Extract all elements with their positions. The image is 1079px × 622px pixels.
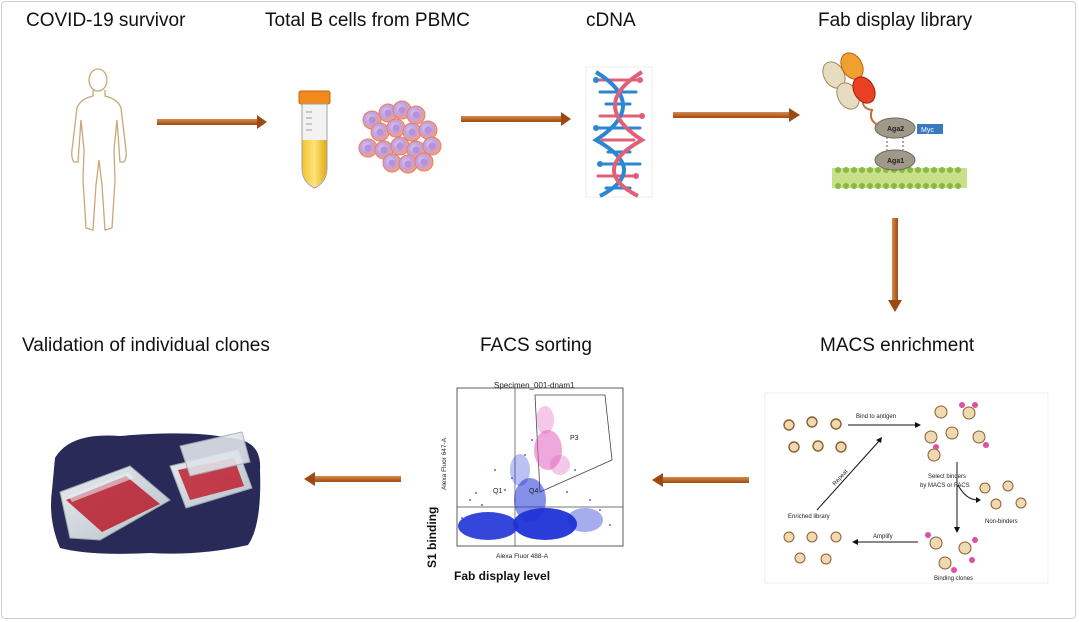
macs-select-label-1: Select binders — [928, 474, 966, 480]
macs-amplify-label: Amplify — [873, 534, 893, 540]
test-tube-icon — [298, 90, 331, 189]
label-validation: Validation of individual clones — [22, 335, 270, 356]
label-macs: MACS enrichment — [820, 335, 975, 356]
facs-dots-blue — [458, 454, 603, 540]
arrow-left-1 — [652, 473, 749, 487]
macs-select-label-2: by MACS or FACS — [920, 483, 970, 489]
enriched-cells — [783, 531, 842, 565]
macs-bind-label: Bind to antigen — [856, 414, 896, 420]
facs-gate-q4: Q4 — [529, 488, 538, 495]
validation-plates-image — [48, 430, 261, 558]
facs-plot — [451, 380, 628, 565]
label-fab-library: Fab display library — [818, 10, 973, 31]
myc-label: Myc — [921, 127, 934, 134]
facs-gate-p3: P3 — [570, 435, 579, 442]
library-cells — [783, 416, 847, 453]
b-cells-cluster — [358, 100, 442, 174]
arrow-left-2 — [304, 472, 401, 486]
aga2-label: Aga2 — [887, 126, 904, 133]
binding-cells — [924, 402, 989, 462]
fab-display-icon — [822, 52, 967, 189]
macs-binding-clones-label: Binding clones — [934, 576, 973, 582]
macs-diagram — [764, 392, 1049, 584]
arrow-1 — [157, 115, 267, 129]
macs-enriched-label: Enriched library — [788, 514, 830, 520]
dna-helix-icon — [585, 66, 653, 198]
facs-x-axis-label: Fab display level — [454, 569, 550, 583]
facs-y-axis-label: S1 binding — [425, 507, 439, 568]
facs-y-channel: Alexa Fluor 647-A — [441, 437, 448, 490]
membrane — [832, 167, 967, 189]
facs-gate-q1: Q1 — [493, 488, 502, 495]
macs-non-binders-label: Non-binders — [985, 519, 1018, 525]
aga1-label: Aga1 — [887, 158, 904, 165]
facs-dots-pink — [534, 406, 570, 475]
arrow-3 — [673, 108, 800, 122]
label-facs: FACS sorting — [480, 335, 592, 356]
arrow-2 — [461, 112, 571, 126]
label-survivor: COVID-19 survivor — [26, 10, 186, 31]
label-bcells: Total B cells from PBMC — [265, 10, 470, 31]
non-binder-cells — [979, 480, 1027, 510]
facs-title: Specimen_001-dnam1 — [494, 381, 575, 390]
arrow-down — [888, 218, 902, 312]
label-cdna: cDNA — [586, 10, 636, 31]
human-icon — [71, 68, 127, 231]
facs-x-channel: Alexa Fluor 488-A — [496, 553, 549, 560]
bound-clones — [925, 532, 978, 573]
facs-scatter-specks — [461, 439, 611, 526]
